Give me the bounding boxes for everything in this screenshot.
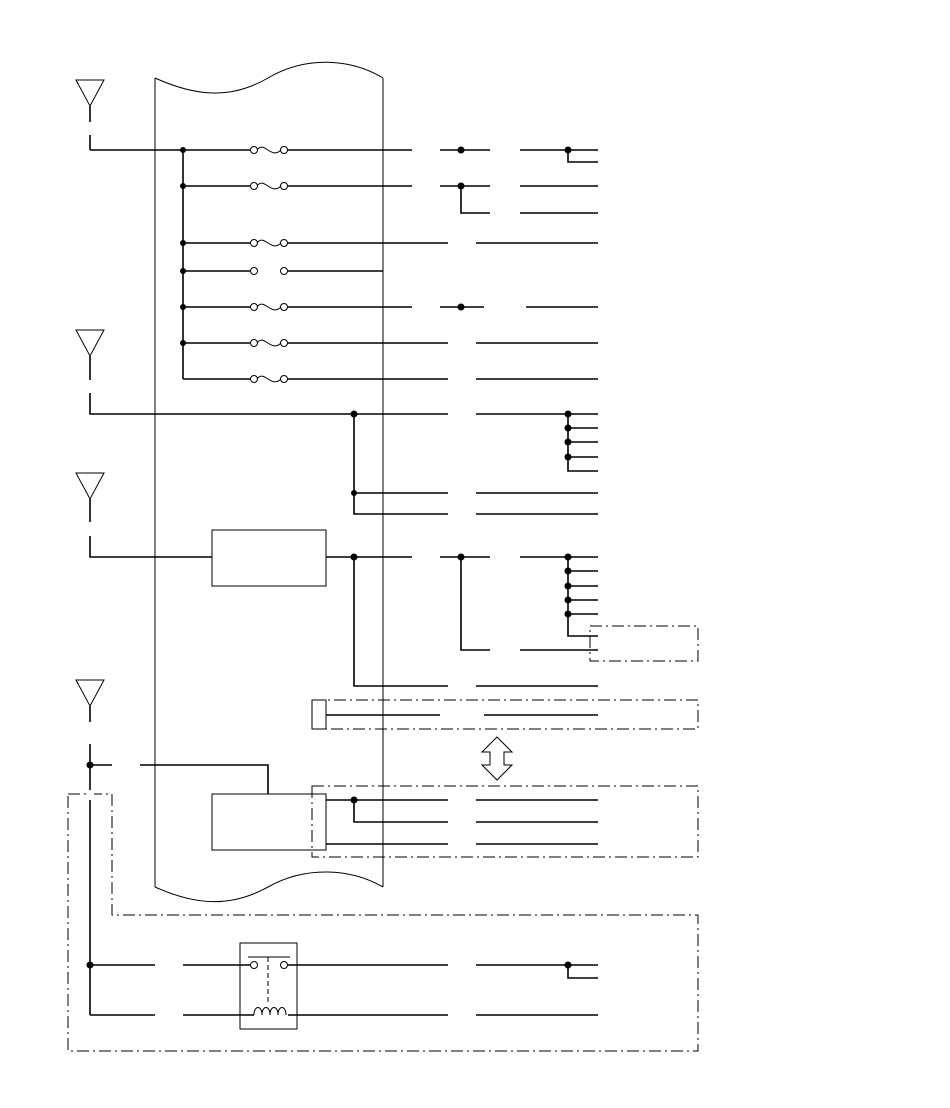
fuse-box-outline [154, 61, 384, 903]
frame-gap-mask [86, 790, 94, 800]
relay-coil-icon [253, 1007, 287, 1016]
fuse-6 [250, 339, 288, 347]
fuse-bus-circuit [89, 135, 250, 380]
power-source-icon-4 [75, 679, 105, 722]
splice-points [86, 146, 572, 969]
fuse-3 [250, 239, 288, 247]
fuse-5 [250, 303, 288, 311]
source-3-circuit [89, 529, 598, 687]
optional-circuit-frame [67, 793, 699, 1052]
fuse-2 [250, 182, 288, 190]
source-2-circuit [89, 393, 598, 515]
source-4-circuit [89, 744, 699, 1015]
control-unit-2 [211, 793, 327, 851]
power-source-icon-2 [75, 329, 105, 380]
fuse-7 [250, 375, 288, 383]
control-unit-1 [211, 529, 327, 587]
relay-box [239, 942, 298, 1030]
optional-connector-frame-1 [589, 625, 699, 662]
relay-circuit [90, 942, 598, 1030]
power-source-icon-3 [75, 472, 105, 522]
fuse-1 [250, 146, 288, 154]
fuse-output-wires [288, 149, 598, 380]
bidirectional-arrow-icon [480, 736, 514, 781]
connector-frame-3 [311, 785, 699, 858]
connector-frame-2 [311, 699, 699, 730]
power-source-icon-1 [75, 79, 105, 122]
fuse-4-empty-slot [250, 267, 288, 275]
